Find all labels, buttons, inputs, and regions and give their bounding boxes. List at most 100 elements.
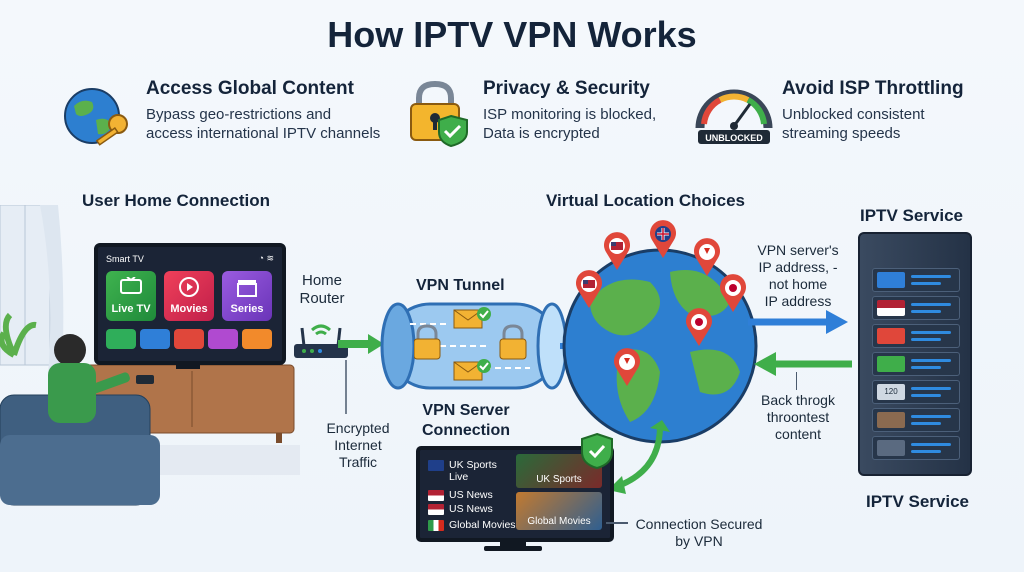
server-slot: [872, 324, 960, 348]
canada-location-pin-icon[interactable]: [612, 348, 642, 388]
server-badge: 120: [877, 384, 905, 400]
globe-app-icon[interactable]: [140, 329, 170, 349]
note-line: not home: [768, 276, 828, 292]
iptv-service-label: IPTV Service: [866, 492, 970, 511]
smart-tv: Smart TV ◔ ≋ Live TV Movies Series: [94, 243, 286, 365]
thumbnail-label: UK Sports: [536, 474, 582, 485]
tile-label: Live TV: [111, 303, 151, 315]
note-line: IP address, -: [758, 259, 838, 275]
note-line: throontest: [766, 409, 830, 425]
return-content-note: Back throgk throontest content: [748, 392, 848, 443]
vpn-tunnel-label: VPN Tunnel: [416, 277, 505, 294]
feature-desc-line2: Data is encrypted: [483, 125, 600, 142]
lock-shield-icon: [410, 80, 468, 148]
channel-row[interactable]: US News: [428, 486, 493, 504]
server-slot: [872, 268, 960, 292]
data-flow-arrows: [748, 310, 852, 376]
connection-secured-note: Connection Secured by VPN: [626, 516, 772, 550]
label-line: VPN Server: [422, 402, 510, 419]
feature-desc-line1: Unblocked consistent: [782, 106, 925, 123]
tv-stand: [176, 361, 200, 369]
home-router-label: Home Router: [296, 272, 348, 308]
connector-line: [606, 522, 628, 524]
clapperboard-icon: [237, 280, 257, 297]
iptv-service-heading: IPTV Service: [860, 206, 964, 225]
note-line: Encrypted: [326, 420, 390, 436]
us-location-pin-icon[interactable]: [574, 270, 604, 310]
channel-name: US News: [449, 489, 493, 501]
global-movies-thumbnail[interactable]: Global Movies: [516, 492, 602, 530]
note-line: Traffic: [338, 454, 378, 470]
monitor-base: [484, 546, 542, 551]
speedometer-icon: UNBLOCKED: [695, 89, 773, 144]
secure-shield-icon: [581, 432, 613, 470]
vpn-ip-note: VPN server's IP address, - not home IP a…: [748, 242, 848, 310]
channel-row[interactable]: US News: [428, 500, 493, 518]
series-tile[interactable]: Series: [222, 271, 272, 321]
channel-row[interactable]: UK Sports: [428, 456, 497, 474]
thumbnail-label: Global Movies: [527, 516, 591, 527]
feature-desc-line2: access international IPTV channels: [146, 125, 381, 142]
note-line: VPN server's: [757, 242, 839, 258]
note-line: IP address: [764, 293, 832, 309]
us-location-pin-icon[interactable]: [602, 232, 632, 272]
server-slot: 120: [872, 380, 960, 404]
channel-name: Live: [449, 471, 469, 483]
note-line: by VPN: [675, 533, 723, 549]
settings-app-icon[interactable]: [242, 329, 272, 349]
monitor-stand: [500, 538, 526, 546]
page-title: How IPTV VPN Works: [327, 14, 697, 55]
japan-location-pin-icon[interactable]: [718, 274, 748, 314]
feature-desc-line1: ISP monitoring is blocked,: [483, 106, 657, 123]
feature-desc-line2: streaming speeds: [782, 125, 901, 142]
tile-label: Series: [230, 303, 264, 315]
uk-location-pin-icon[interactable]: [648, 220, 678, 260]
world-globe: [562, 248, 758, 444]
globe-key-icon: [64, 88, 128, 146]
smart-tv-header: Smart TV: [106, 254, 144, 264]
movies-tile[interactable]: Movies: [164, 271, 214, 321]
encrypted-traffic-note: Encrypted Internet Traffic: [322, 420, 394, 471]
feature-desc-line1: Bypass geo-restrictions and: [146, 106, 332, 123]
feature-title: Avoid ISP Throttling: [782, 78, 964, 99]
channel-name: Global Movies: [449, 519, 516, 531]
channel-name: UK Sports: [449, 459, 497, 471]
feature-avoid-throttling: UNBLOCKED Avoid ISP Throttling Unblocked…: [694, 78, 1014, 148]
feature-global-content: Access Global Content Bypass geo-restric…: [62, 78, 402, 148]
app-icon[interactable]: [106, 329, 136, 349]
tv-icon: [120, 276, 142, 294]
feature-title: Privacy & Security: [483, 78, 650, 99]
note-line: Internet: [334, 437, 382, 453]
connector-line: [345, 360, 347, 414]
router-icon: [294, 324, 348, 358]
live-tv-tile[interactable]: Live TV: [106, 271, 156, 321]
channel-name: US News: [449, 503, 493, 515]
wifi-icon: ◔ ≋: [258, 253, 274, 263]
connector-line: [796, 372, 797, 390]
note-line: content: [775, 426, 821, 442]
server-slot: [872, 352, 960, 376]
encrypted-packets: [414, 307, 527, 381]
label-line: Connection: [422, 422, 510, 439]
vpn-server-connection-label: VPN Server Connection: [422, 401, 510, 441]
feature-title: Access Global Content: [146, 78, 354, 99]
channel-row-sub: Live: [449, 468, 468, 486]
virtual-location-heading: Virtual Location Choices: [546, 191, 746, 210]
home-connection-heading: User Home Connection: [82, 191, 270, 210]
router-label-line: Home: [301, 272, 342, 289]
living-room-illustration: [0, 205, 300, 506]
iptv-server-rack: 120: [858, 232, 972, 476]
router-label-line: Router: [299, 290, 345, 307]
note-line: Back throgk: [761, 392, 835, 408]
unblocked-badge: UNBLOCKED: [705, 133, 763, 143]
server-slot: [872, 408, 960, 432]
play-icon: [179, 277, 199, 297]
channel-row[interactable]: Global Movies: [428, 516, 516, 534]
server-slot: [872, 436, 960, 460]
server-slot: [872, 296, 960, 320]
note-line: Connection Secured: [635, 516, 763, 532]
canada-location-pin-icon[interactable]: [692, 238, 722, 278]
media-app-icon[interactable]: [208, 329, 238, 349]
video-app-icon[interactable]: [174, 329, 204, 349]
japan-location-pin-icon[interactable]: [684, 308, 714, 348]
